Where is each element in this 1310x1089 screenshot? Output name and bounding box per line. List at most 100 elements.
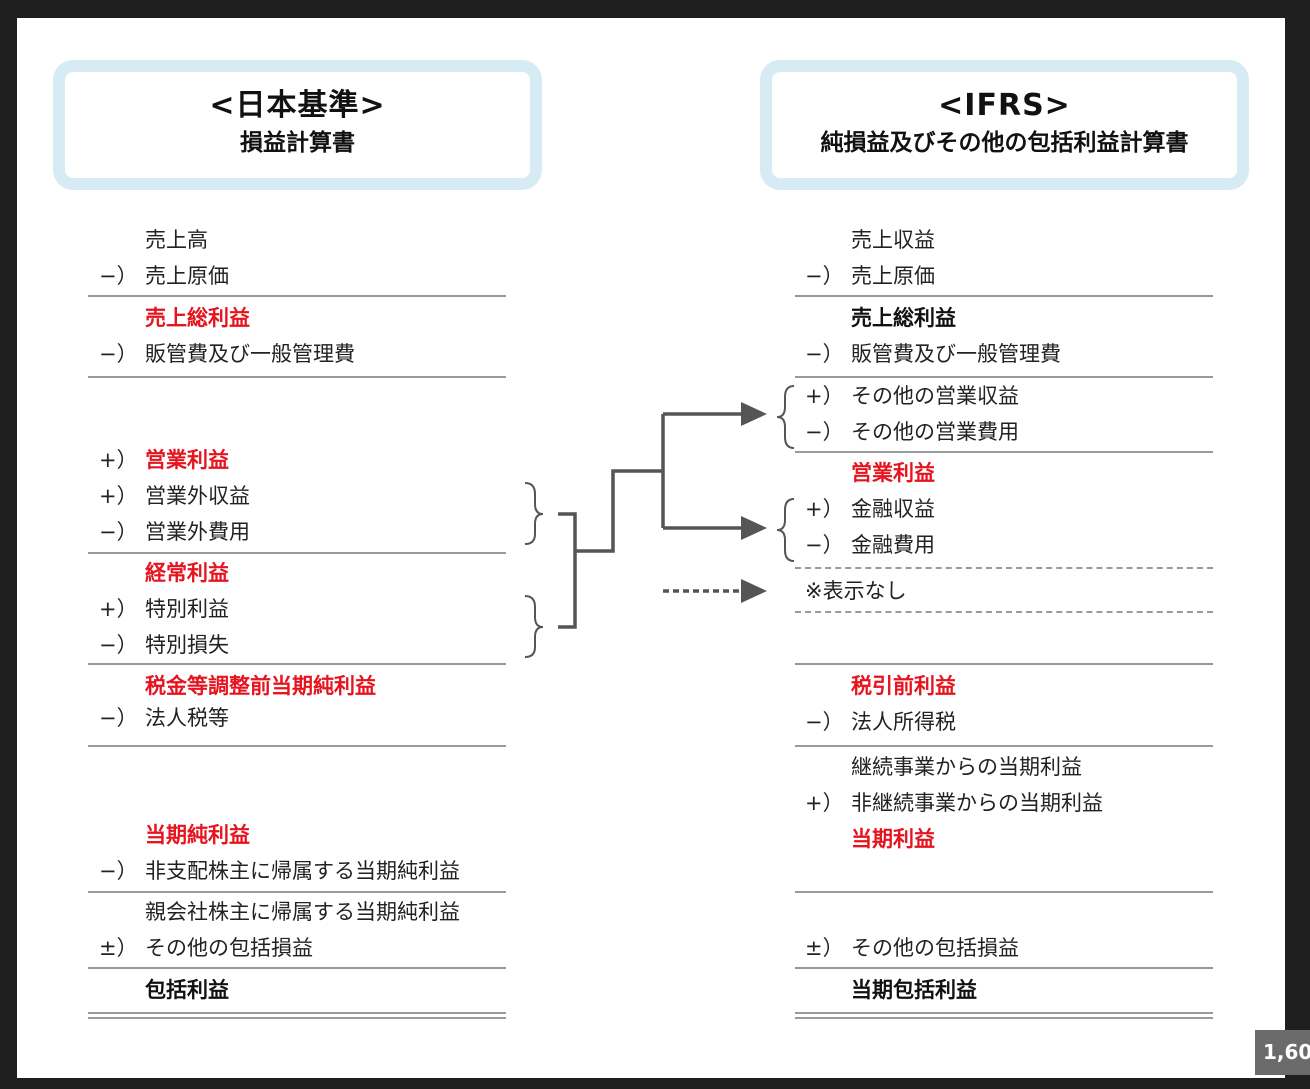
right-row-label: 法人所得税 <box>851 710 956 734</box>
right-double-rule-top <box>795 1012 1213 1014</box>
left-rule <box>88 745 506 747</box>
left-row-comprehensive-income: 包括利益 <box>99 977 229 1003</box>
right-row-operating-income: 営業利益 <box>805 460 935 486</box>
left-rule <box>88 376 506 378</box>
left-row-label: 販管費及び一般管理費 <box>145 342 355 366</box>
left-row-label: 営業外費用 <box>145 520 250 544</box>
left-row-op: −） <box>99 859 138 883</box>
arrowhead-icon <box>741 579 767 603</box>
left-row-label: 特別利益 <box>145 597 229 621</box>
left-row-sga: −） 販管費及び一般管理費 <box>99 341 355 367</box>
right-dashed-rule <box>795 611 1213 613</box>
right-row-oci: ±）その他の包括損益 <box>805 935 1019 961</box>
right-row-revenue: 売上収益 <box>805 227 935 253</box>
right-row-label: 売上総利益 <box>851 306 956 330</box>
left-row-sales: 売上高 <box>99 227 208 253</box>
right-rule <box>795 967 1213 969</box>
left-row-non-operating-expenses: −） 営業外費用 <box>99 519 250 545</box>
left-row-label: 法人税等 <box>145 706 229 730</box>
left-row-extraordinary-loss: −） 特別損失 <box>99 632 229 658</box>
left-row-income-taxes: −） 法人税等 <box>99 705 229 731</box>
right-row-label: 当期利益 <box>851 827 935 851</box>
right-row-op: +） <box>805 791 844 815</box>
right-row-not-presented: ※表示なし <box>805 578 907 604</box>
right-row-label: その他の営業費用 <box>851 420 1019 444</box>
right-rule <box>795 295 1213 297</box>
right-row-gross-profit: 売上総利益 <box>805 305 956 331</box>
bracket-connector <box>558 512 577 629</box>
arrowhead-icon <box>741 516 767 540</box>
left-row-label: その他の包括損益 <box>145 936 313 960</box>
right-row-finance-income: +） 金融収益 <box>805 496 935 522</box>
left-brace-non-operating <box>524 482 544 545</box>
left-row-operating-income: +） 営業利益 <box>99 447 229 473</box>
left-row-op: −） <box>99 342 138 366</box>
right-row-profit: 当期利益 <box>805 826 935 852</box>
right-row-op: ±） <box>805 936 844 960</box>
right-row-comprehensive-income: 当期包括利益 <box>805 977 977 1003</box>
left-row-op: −） <box>99 264 138 288</box>
right-row-label: 金融費用 <box>851 533 935 557</box>
left-rule <box>88 295 506 297</box>
arrowhead-icon <box>741 402 767 426</box>
left-row-label: 営業利益 <box>145 448 229 472</box>
right-row-sga: −） 販管費及び一般管理費 <box>805 341 1061 367</box>
right-rule <box>795 745 1213 747</box>
right-row-other-operating-income: +） その他の営業収益 <box>805 383 1019 409</box>
right-row-op: −） <box>805 342 844 366</box>
right-row-income-tax: −） 法人所得税 <box>805 709 956 735</box>
right-row-op: −） <box>805 710 844 734</box>
right-row-label: その他の営業収益 <box>851 384 1019 408</box>
left-rule <box>88 891 506 893</box>
right-row-label: 販管費及び一般管理費 <box>851 342 1061 366</box>
right-brace-other-operating <box>776 385 795 449</box>
left-row-label: 税金等調整前当期純利益 <box>145 674 376 698</box>
right-brace-finance <box>776 498 795 562</box>
left-row-label: 親会社株主に帰属する当期純利益 <box>145 900 460 924</box>
right-rule <box>795 376 1213 378</box>
right-double-rule-bottom <box>795 1017 1213 1019</box>
left-row-pretax-income: 税金等調整前当期純利益 <box>99 673 376 699</box>
connector-overlay <box>524 385 795 658</box>
right-row-label: 非継続事業からの当期利益 <box>851 791 1103 815</box>
left-row-cost-of-sales: −）売上原価 <box>99 263 229 289</box>
left-double-rule-bottom <box>88 1017 506 1019</box>
right-row-label: 営業利益 <box>851 461 935 485</box>
right-row-op: −） <box>805 264 844 288</box>
left-row-label: 特別損失 <box>145 633 229 657</box>
left-row-op: +） <box>99 448 138 472</box>
right-row-label: 金融収益 <box>851 497 935 521</box>
left-rule <box>88 663 506 665</box>
right-row-label: 継続事業からの当期利益 <box>851 755 1082 779</box>
left-row-gross-profit: 売上総利益 <box>99 305 250 331</box>
right-row-label: 売上収益 <box>851 228 935 252</box>
right-rule <box>795 663 1213 665</box>
right-row-label: 税引前利益 <box>851 674 956 698</box>
left-row-label: 経常利益 <box>145 561 229 585</box>
left-row-label: 売上高 <box>145 228 208 252</box>
left-rule <box>88 552 506 554</box>
left-row-extraordinary-income: +）特別利益 <box>99 596 229 622</box>
left-row-nci-income: −） 非支配株主に帰属する当期純利益 <box>99 858 460 884</box>
left-row-op: −） <box>99 633 138 657</box>
right-row-pretax-profit: 税引前利益 <box>805 673 956 699</box>
left-row-op: +） <box>99 484 138 508</box>
right-row-label: 当期包括利益 <box>851 978 977 1002</box>
right-row-op: +） <box>805 497 844 521</box>
right-row-label: 売上原価 <box>851 264 935 288</box>
zoom-badge: 1,60 <box>1255 1030 1310 1075</box>
japan-gaap-subtitle: 損益計算書 <box>240 130 355 156</box>
left-row-label: 包括利益 <box>145 978 229 1002</box>
japan-gaap-title: <日本基準> <box>209 88 386 123</box>
japan-gaap-header: <日本基準> 損益計算書 <box>53 60 542 190</box>
right-row-continuing-ops: 継続事業からの当期利益 <box>805 754 1082 780</box>
left-row-label: 売上総利益 <box>145 306 250 330</box>
slide-canvas: <日本基準> 損益計算書 <IFRS> 純損益及びその他の包括利益計算書 売上高… <box>17 18 1285 1078</box>
left-row-label: 非支配株主に帰属する当期純利益 <box>145 859 460 883</box>
left-row-op: −） <box>99 520 138 544</box>
right-row-cost-of-sales: −） 売上原価 <box>805 263 935 289</box>
left-row-label: 当期純利益 <box>145 823 250 847</box>
left-row-op: −） <box>99 706 138 730</box>
right-rule <box>795 891 1213 893</box>
right-row-op: +） <box>805 384 844 408</box>
